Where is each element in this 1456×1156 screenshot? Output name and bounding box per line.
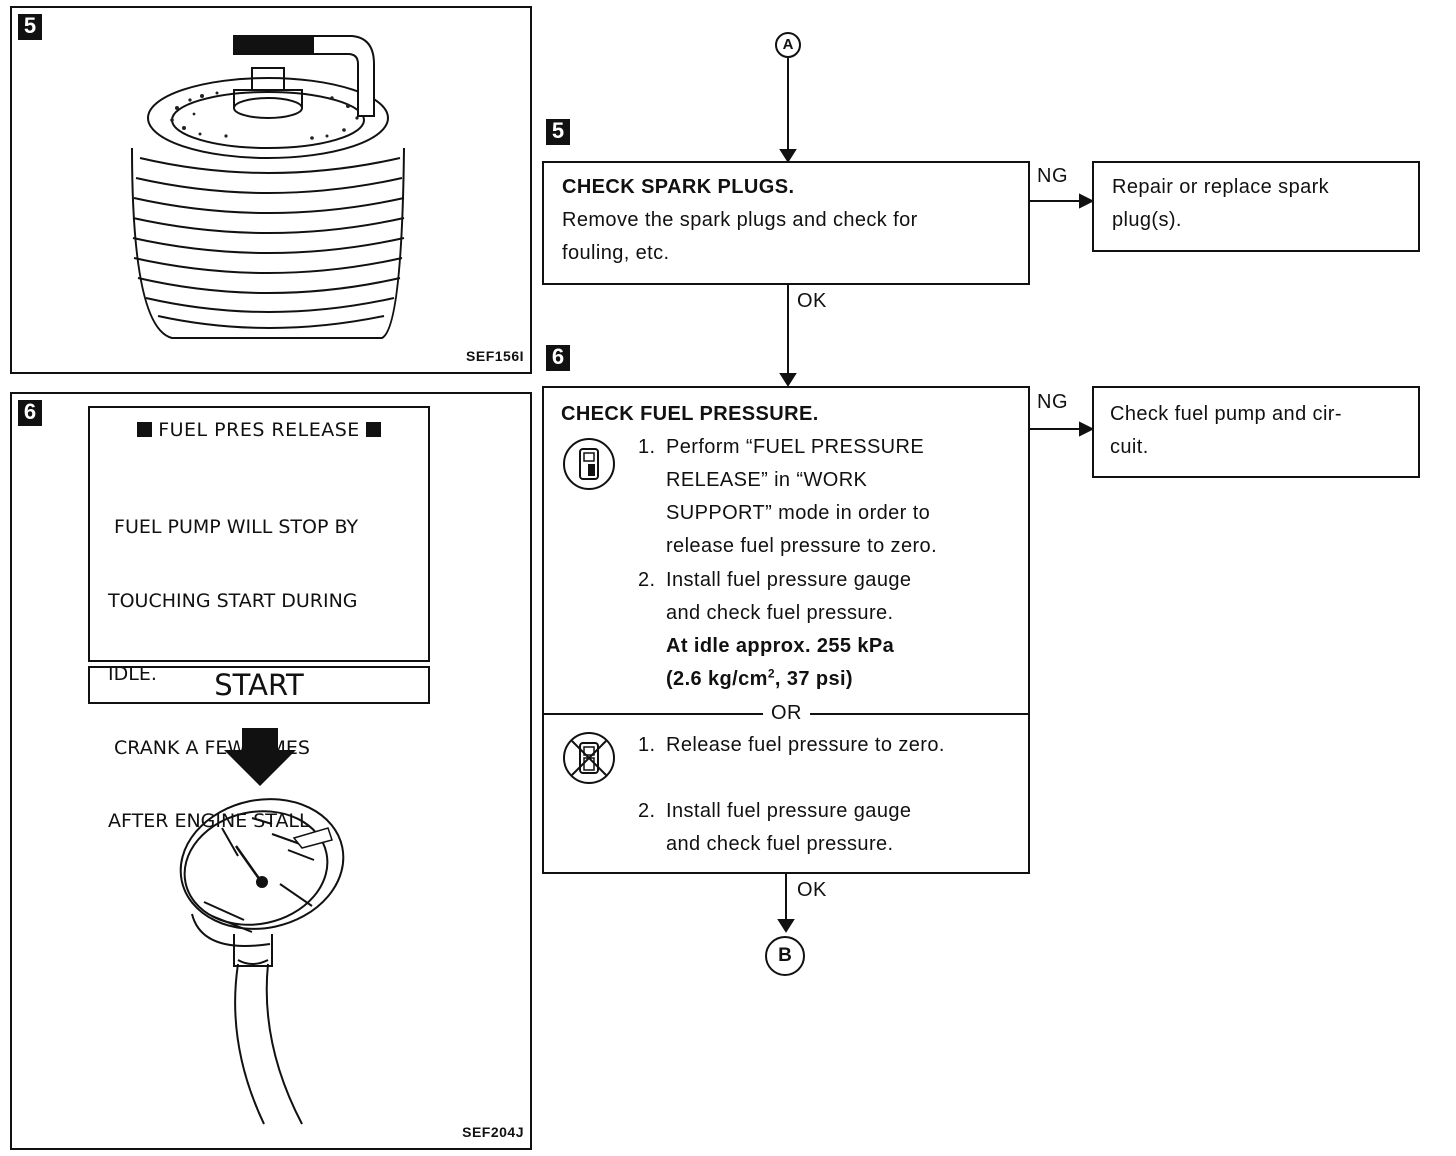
spark-plug-illustration: [131, 35, 405, 339]
connector-a-label: A: [782, 36, 794, 53]
repair-spark-plug-box: Repair or replace spark plug(s).: [1092, 161, 1420, 252]
step-title: CHECK SPARK PLUGS.: [562, 176, 795, 198]
or-label: OR: [763, 697, 810, 730]
no-consult-icon: [563, 732, 615, 784]
screen-title: FUEL PRES RELEASE: [90, 418, 428, 443]
step-title: CHECK FUEL PRESSURE.: [561, 403, 819, 425]
pressure-spec: At idle approx. 255 kPa: [666, 635, 895, 657]
down-arrow-icon: [224, 728, 296, 786]
check-spark-plugs-box: CHECK SPARK PLUGS. Remove the spark plug…: [542, 161, 1030, 285]
step-number-badge: 6: [18, 400, 42, 426]
check-fuel-pressure-box: CHECK FUEL PRESSURE. 1. Perform “FUEL PR…: [542, 386, 1030, 874]
pressure-spec-units: (2.6 kg/cm2, 37 psi): [666, 666, 853, 690]
figure-panel-fuel-pressure: 6 FUEL PRES RELEASE FUEL PUMP WILL STOP …: [10, 392, 532, 1150]
ng-label: NG: [1037, 391, 1068, 413]
consult-screen: FUEL PRES RELEASE FUEL PUMP WILL STOP BY…: [88, 406, 430, 832]
ok-label: OK: [797, 879, 827, 901]
instruction-item: Install fuel pressure gauge and check fu…: [666, 800, 912, 855]
connector-b: B: [765, 936, 805, 976]
figure-code: SEF204J: [462, 1124, 524, 1140]
consult-tester-icon: [563, 438, 615, 490]
fuel-pressure-gauge-icon: [179, 798, 345, 1125]
instruction-item: Release fuel pressure to zero.: [666, 734, 945, 756]
instruction-item: Perform “FUEL PRESSURE RELEASE” in “WORK…: [666, 436, 938, 557]
ng-label: NG: [1037, 165, 1068, 187]
check-fuel-pump-box: Check fuel pump and cir- cuit.: [1092, 386, 1420, 478]
instruction-item: Install fuel pressure gauge and check fu…: [666, 564, 911, 696]
step-number-badge: 5: [18, 14, 42, 40]
step-number-badge: 6: [546, 345, 570, 371]
step-number-badge: 5: [546, 119, 570, 145]
start-button[interactable]: START: [88, 666, 430, 704]
square-bullet-icon: [136, 422, 152, 437]
figure-panel-spark-plug: 5: [10, 6, 532, 374]
square-bullet-icon: [366, 422, 382, 437]
figure-code: SEF156I: [466, 348, 524, 364]
connector-a-icon: [775, 32, 801, 58]
ok-label: OK: [797, 290, 827, 312]
